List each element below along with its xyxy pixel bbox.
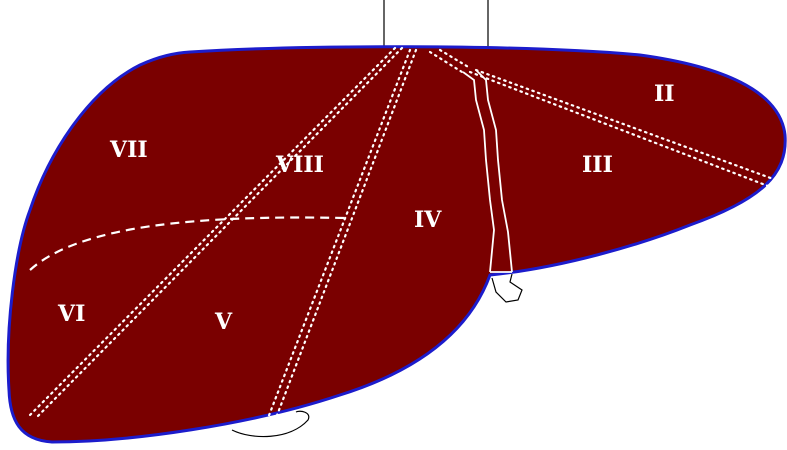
- segment-label-v: V: [214, 309, 233, 335]
- segment-label-iv: IV: [414, 207, 442, 233]
- segment-label-viii: VIII: [275, 152, 324, 178]
- segment-label-vii: VII: [109, 137, 148, 163]
- segment-label-ii: II: [654, 81, 675, 107]
- umbilical-fissure-line-right: [475, 69, 513, 273]
- boundary-left-portal-fissure: [468, 70, 770, 188]
- boundary-main-portal-fissure: [266, 48, 412, 420]
- round-ligament-stub: [491, 273, 523, 303]
- boundary-hepatic-vein-dotted-b: [438, 48, 472, 70]
- boundary-right-portal-fissure: [28, 46, 397, 417]
- segment-label-iii: III: [582, 152, 613, 178]
- segment-label-vi: VI: [57, 301, 85, 327]
- umbilical-fissure-line-left: [462, 71, 495, 273]
- liver-body: [6, 45, 787, 444]
- boundary-hepatic-vein-dotted-a: [428, 50, 464, 74]
- boundary-main-portal-fissure-2: [274, 48, 418, 420]
- gallbladder-outline: [231, 410, 310, 438]
- boundary-left-portal-fissure-2: [474, 68, 778, 182]
- boundary-right-portal-fissure-2: [34, 46, 404, 420]
